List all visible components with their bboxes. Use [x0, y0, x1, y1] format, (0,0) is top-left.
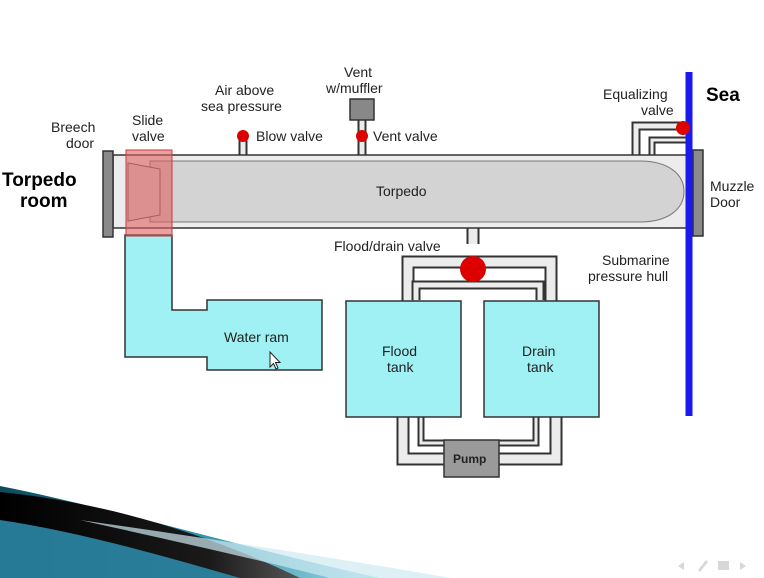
slide-menu-icon[interactable] [718, 561, 729, 570]
flood-tank [345, 300, 462, 418]
pump-box [443, 439, 500, 478]
blow-valve [237, 130, 249, 142]
slide-valve-label-1: Slide [132, 112, 163, 128]
vent-valve-label: Vent valve [373, 128, 438, 144]
slide-valve-label-2: valve [132, 128, 165, 144]
muffler-box [349, 98, 375, 121]
equalizing-pipe-inner [633, 123, 689, 157]
breech-door-label-1: Breech [51, 119, 95, 135]
tank-link-pipe-inner [413, 282, 543, 302]
pressure-hull-label-2: pressure hull [588, 268, 668, 284]
equalizing-valve [676, 121, 690, 135]
vent-muffler-label-1: Vent [344, 64, 372, 80]
vent-muffler-label-2: w/muffler [325, 80, 383, 96]
equalizing-valve-label-1: Equalizing [603, 86, 668, 102]
torpedo-room-label-2: room [20, 191, 68, 212]
pen-icon[interactable] [698, 560, 708, 572]
water-ram [124, 234, 323, 371]
next-slide-icon[interactable] [740, 562, 746, 570]
slideshow-toolbar[interactable] [678, 560, 746, 572]
muzzle-door-label-1: Muzzle [710, 178, 755, 194]
drain-tank-label-1: Drain [522, 343, 555, 359]
pressure-hull-label-1: Submarine [602, 252, 670, 268]
breech-door [102, 150, 114, 238]
torpedo-label: Torpedo [376, 183, 427, 199]
vent-valve [356, 130, 368, 142]
equalizing-loop [648, 136, 689, 155]
air-label-1: Air above [215, 82, 274, 98]
flood-tank-label-2: tank [387, 359, 414, 375]
muzzle-door-label-2: Door [710, 194, 741, 210]
equalizing-loop-inner [650, 138, 689, 157]
drain-tank-label-2: tank [527, 359, 554, 375]
slide-swoosh-decoration [0, 486, 450, 578]
air-label-2: sea pressure [201, 98, 282, 114]
blow-valve-label: Blow valve [256, 128, 323, 144]
drain-tank [483, 300, 600, 418]
previous-slide-icon[interactable] [678, 562, 684, 570]
equalizing-valve-label-2: valve [641, 102, 674, 118]
slide-valve [125, 149, 173, 237]
breech-door-label-2: door [66, 135, 94, 151]
torpedo-body [149, 160, 685, 223]
flood-drain-valve-label: Flood/drain valve [334, 238, 441, 254]
pump-label: Pump [453, 452, 486, 466]
water-ram-label: Water ram [224, 329, 289, 345]
flood-drain-valve [460, 256, 486, 282]
muzzle-door [692, 149, 704, 237]
flood-tank-label-1: Flood [382, 343, 417, 359]
sea-label: Sea [706, 85, 740, 106]
mouse-pointer-icon [269, 350, 282, 370]
torpedo-room-label-1: Torpedo [2, 170, 77, 191]
